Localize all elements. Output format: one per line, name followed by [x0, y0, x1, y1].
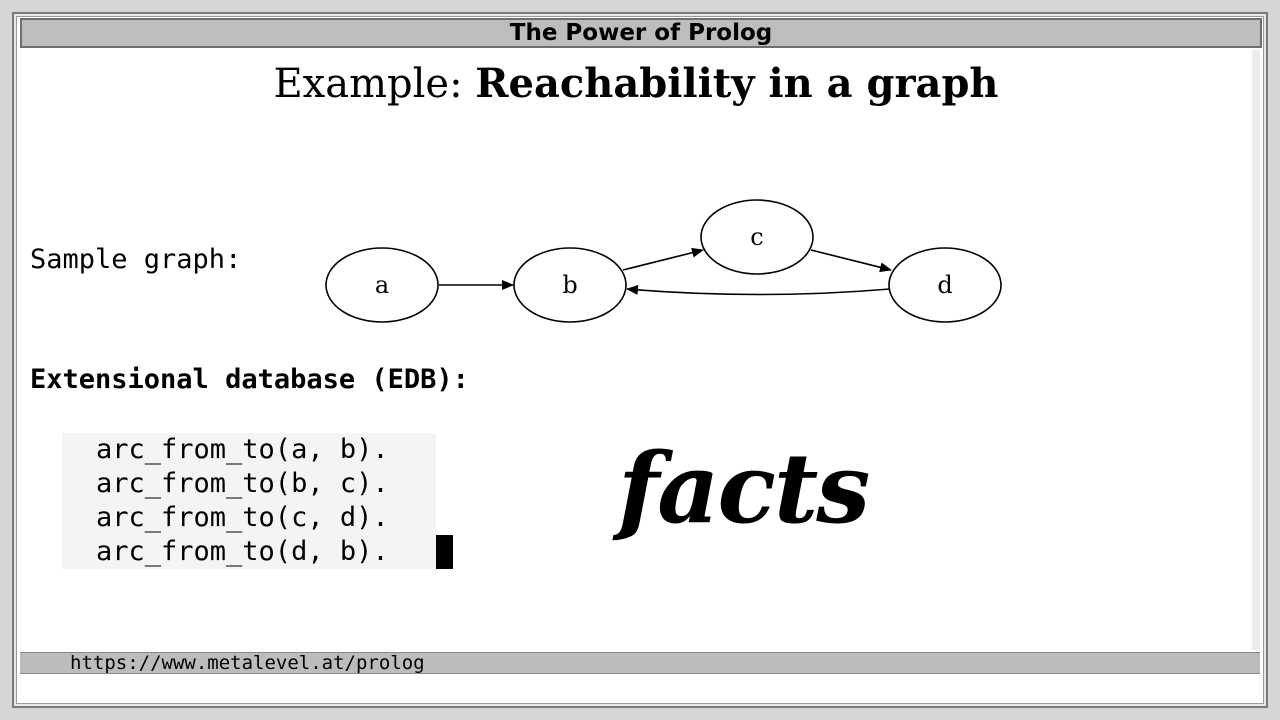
edge-b-c: [622, 247, 704, 271]
node-label-a: a: [375, 271, 389, 299]
edge-d-b: [626, 284, 891, 296]
window-title-bar: The Power of Prolog: [20, 18, 1262, 48]
graph-node-d: d: [888, 247, 1002, 323]
sample-graph-diagram: a b c d: [325, 199, 1002, 323]
facts-caption: facts: [618, 432, 870, 545]
graph-node-c: c: [700, 199, 814, 275]
node-label-d: d: [937, 271, 952, 299]
sample-graph-label: Sample graph:: [30, 244, 242, 275]
text-cursor: [436, 535, 453, 569]
heading-lead: Example:: [273, 61, 463, 107]
node-label-c: c: [750, 223, 763, 251]
slide-heading: Example: Reachability in a graph: [0, 60, 1272, 107]
code-line-2[interactable]: arc_from_to(b, c).: [96, 468, 389, 499]
code-block[interactable]: [62, 433, 436, 569]
edge-c-d: [810, 249, 892, 273]
code-line-4[interactable]: arc_from_to(d, b).: [96, 536, 389, 567]
status-bar: https://www.metalevel.at/prolog: [20, 652, 1260, 674]
status-url[interactable]: https://www.metalevel.at/prolog: [70, 652, 425, 674]
heading-topic: Reachability in a graph: [475, 60, 999, 107]
edb-label: Extensional database (EDB):: [30, 364, 469, 395]
node-label-b: b: [562, 271, 577, 299]
window-title: The Power of Prolog: [509, 20, 773, 46]
code-line-3[interactable]: arc_from_to(c, d).: [96, 502, 389, 533]
graph-node-a: a: [325, 247, 439, 323]
code-line-1[interactable]: arc_from_to(a, b).: [96, 434, 389, 465]
scrollbar-track[interactable]: [1252, 50, 1260, 650]
graph-node-b: b: [513, 247, 627, 323]
